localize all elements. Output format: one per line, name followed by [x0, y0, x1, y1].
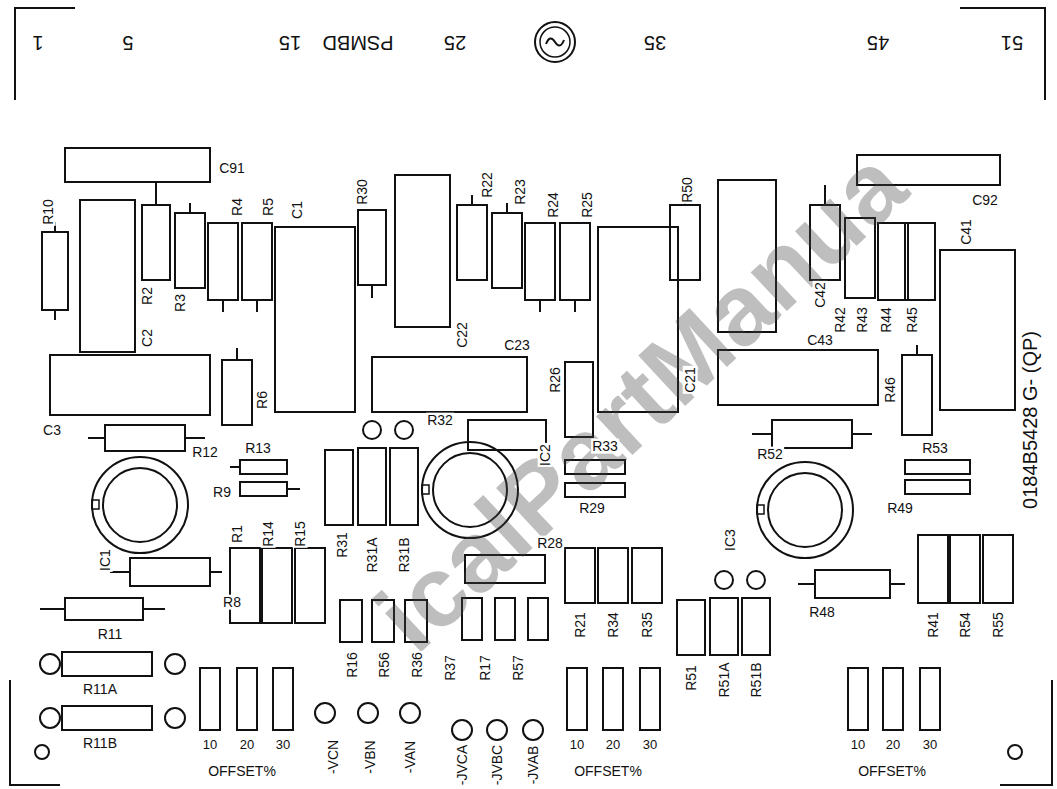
part-label: R34 [606, 611, 621, 639]
part-label: R51 [684, 664, 699, 692]
part-label: R12 [191, 445, 219, 460]
watermark: icalPartManua [358, 132, 922, 668]
part-label: R31B [397, 536, 412, 573]
part-label: 10 [850, 738, 866, 752]
part-label: R46 [883, 376, 898, 404]
part-label: IC2 [538, 443, 553, 467]
part-label: R28 [536, 536, 564, 551]
part-label: R13 [244, 441, 272, 456]
part-label: 30 [922, 738, 938, 752]
part-label: R8 [222, 595, 242, 610]
part-label: C91 [218, 161, 246, 176]
part-label: C23 [503, 338, 531, 353]
part-label: R14 [261, 520, 276, 548]
part-label: 20 [605, 738, 621, 752]
board-marking: 45 [866, 32, 890, 53]
part-label: R24 [546, 191, 561, 219]
part-label: R10 [41, 198, 56, 226]
part-label: R57 [511, 654, 526, 682]
part-label: C43 [806, 333, 834, 348]
part-label: IC3 [723, 528, 738, 552]
board-marking: 0184B5428 G- (QP) [1020, 330, 1041, 510]
part-label: -VCN [326, 739, 341, 775]
part-label: C22 [455, 321, 470, 349]
part-label: IC1 [98, 548, 113, 572]
part-label: C41 [959, 218, 974, 246]
board-marking: 51 [1000, 32, 1024, 53]
part-label: -JVCA [455, 744, 470, 786]
part-label: R53 [921, 441, 949, 456]
part-label: R9 [212, 485, 232, 500]
part-label: R55 [991, 611, 1006, 639]
part-label: R48 [808, 605, 836, 620]
part-label: 30 [642, 738, 658, 752]
part-label: R11B [82, 736, 118, 751]
part-label: R17 [478, 654, 493, 682]
part-label: -JVAB [526, 745, 541, 786]
part-label: -VAN [403, 740, 418, 774]
part-label: R37 [443, 654, 458, 682]
part-label: R15 [293, 520, 308, 548]
part-label: R22 [480, 171, 495, 199]
part-label: R11A [82, 682, 118, 697]
part-label: C3 [42, 423, 62, 438]
part-label: R32 [426, 413, 454, 428]
part-label: R36 [410, 651, 425, 679]
part-label: R31A [365, 536, 380, 573]
board-marking: 5 [121, 32, 134, 53]
part-label: 10 [569, 738, 585, 752]
part-label: R52 [756, 447, 784, 462]
part-label: OFFSET% [573, 764, 643, 779]
part-label: R41 [926, 611, 941, 639]
board-marking: PSMBD [321, 32, 394, 53]
part-label: R44 [879, 306, 894, 334]
part-label: C2 [140, 328, 155, 348]
part-label: R51A [717, 661, 732, 698]
part-label: OFFSET% [207, 764, 277, 779]
part-label: OFFSET% [857, 764, 927, 779]
board-marking: 15 [278, 32, 302, 53]
part-label: 30 [275, 738, 291, 752]
board-marking: 35 [643, 32, 667, 53]
part-label: 20 [885, 738, 901, 752]
part-label: R30 [355, 178, 370, 206]
part-label: R3 [173, 293, 188, 313]
part-label: R2 [140, 286, 155, 306]
part-label: C92 [971, 193, 999, 208]
part-label: R45 [905, 306, 920, 334]
board-marking: 1 [31, 32, 44, 53]
part-label: R50 [680, 176, 695, 204]
part-label: R4 [230, 197, 245, 217]
part-label: C21 [683, 366, 698, 394]
part-label: R23 [513, 178, 528, 206]
part-label: R5 [261, 197, 276, 217]
part-label: R11 [97, 627, 124, 642]
part-label: R49 [886, 501, 914, 516]
part-label: R1 [230, 524, 245, 544]
part-label: R51B [749, 661, 764, 698]
part-label: R54 [958, 611, 973, 639]
part-label: R43 [855, 306, 870, 334]
part-label: 20 [239, 738, 255, 752]
part-label: R31 [335, 531, 350, 559]
board-marking: 25 [443, 32, 467, 53]
part-label: -JVBC [490, 744, 505, 786]
part-label: R56 [377, 651, 392, 679]
part-label: R33 [591, 439, 619, 454]
part-label: R35 [640, 611, 655, 639]
part-label: R25 [580, 191, 595, 219]
part-label: R29 [578, 501, 606, 516]
part-label: R26 [548, 366, 563, 394]
part-label: R21 [573, 611, 588, 639]
part-label: 10 [202, 738, 218, 752]
part-label: R6 [255, 390, 270, 410]
part-label: C1 [290, 200, 305, 220]
part-label: R42 [833, 306, 848, 334]
part-label: R16 [345, 651, 360, 679]
part-label: C42 [813, 281, 828, 309]
part-label: -VBN [363, 739, 378, 774]
